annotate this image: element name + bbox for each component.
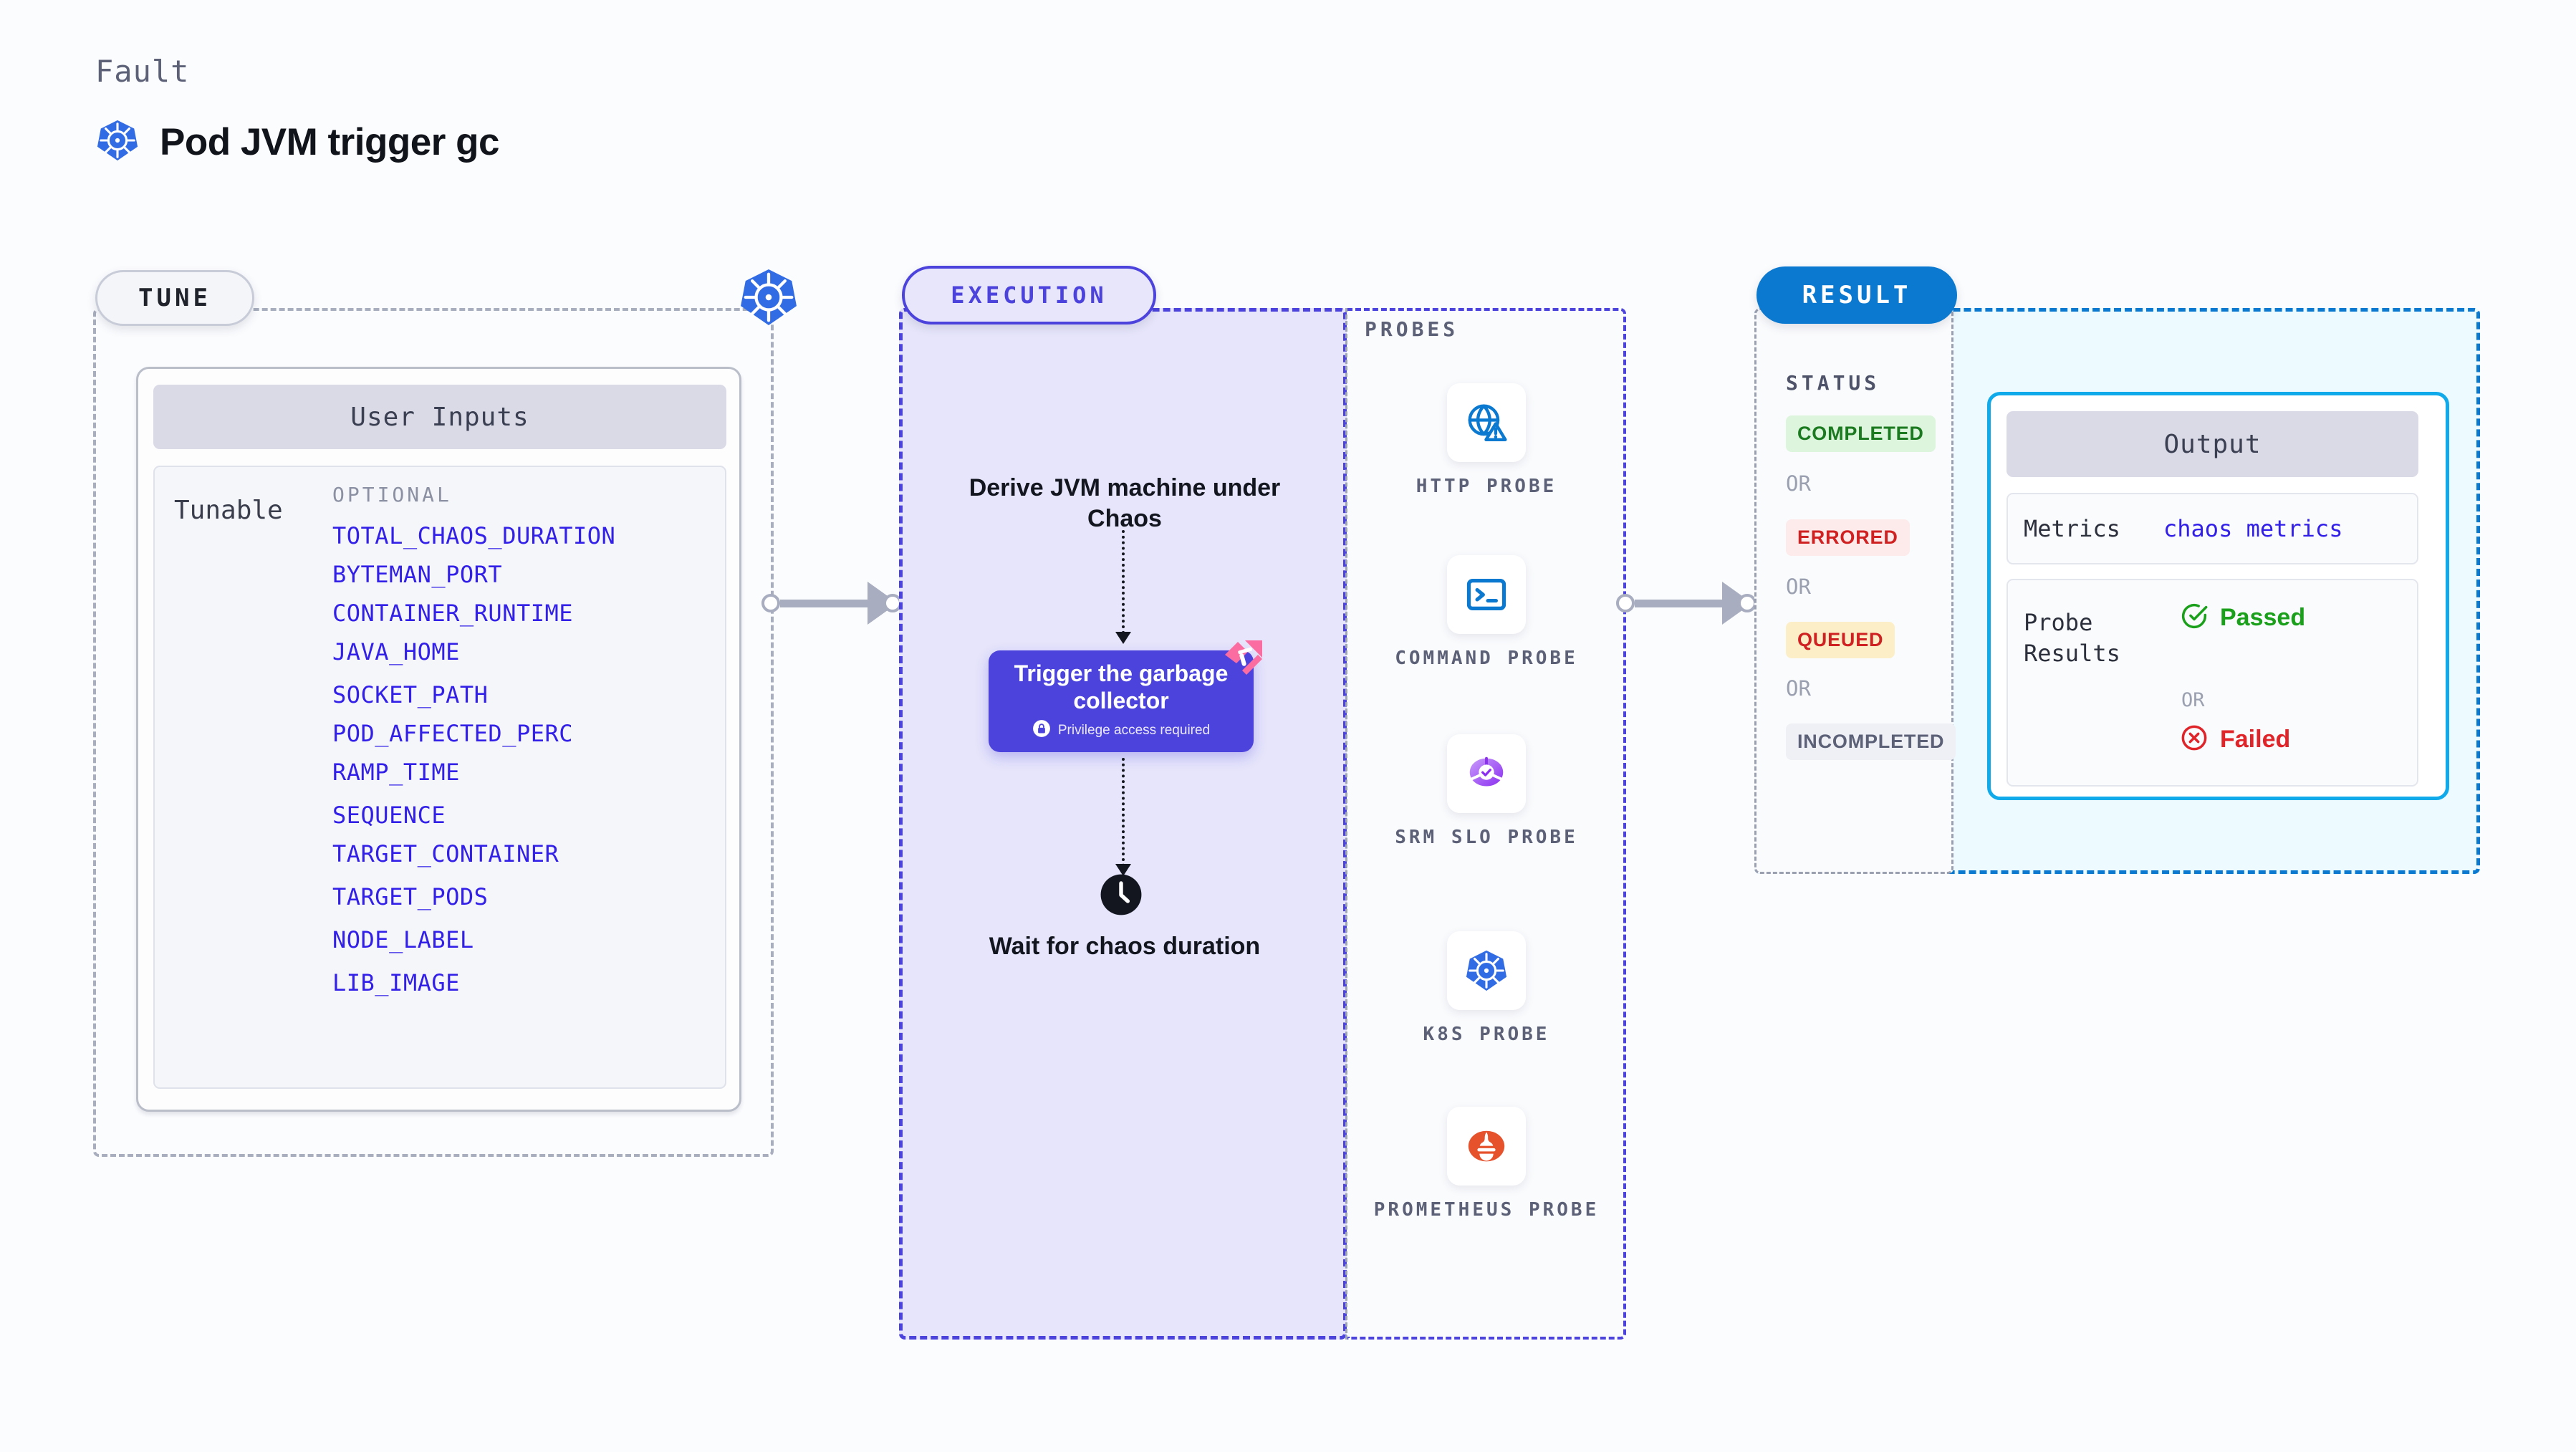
probe-k8s[interactable]: K8S PROBE: [1347, 931, 1626, 1047]
prometheus-icon: [1447, 1107, 1526, 1186]
derive-jvm-step-label: Derive JVM machine under Chaos: [969, 474, 1281, 532]
x-circle-icon: [2180, 723, 2209, 756]
privilege-note: Privilege access required: [1032, 719, 1210, 742]
metrics-key: Metrics: [2024, 515, 2120, 542]
connector-line: [780, 599, 868, 607]
status-badge-queued: QUEUED: [1786, 622, 1895, 658]
privilege-note-label: Privilege access required: [1057, 723, 1211, 739]
clock-icon: [1099, 872, 1143, 917]
connector-execution-to-result: [1616, 582, 1756, 625]
page-title-row: Pod JVM trigger gc: [95, 118, 499, 166]
probe-label: HTTP PROBE: [1416, 476, 1557, 497]
probe-result-failed: Failed: [2180, 723, 2290, 756]
tune-stage-container: [93, 308, 774, 1157]
tunable-parameter-list: OPTIONAL TOTAL_CHAOS_DURATION BYTEMAN_PO…: [332, 483, 705, 1008]
status-or-label: OR: [1786, 471, 1811, 496]
lock-icon: [1032, 719, 1051, 742]
flow-connector-dashed: [1122, 758, 1125, 867]
connector-dot: [1616, 594, 1635, 612]
param-target-pods[interactable]: TARGET_PODS: [332, 883, 489, 910]
param-sequence[interactable]: SEQUENCE: [332, 802, 446, 829]
param-pod-affected-perc[interactable]: POD_AFFECTED_PERC: [332, 720, 574, 747]
srm-slo-icon: [1447, 734, 1526, 813]
user-inputs-body: Tunable OPTIONAL TOTAL_CHAOS_DURATION BY…: [153, 466, 726, 1089]
param-node-label[interactable]: NODE_LABEL: [332, 926, 474, 953]
status-badge-errored: ERRORED: [1786, 519, 1910, 556]
probe-result-passed: Passed: [2180, 602, 2305, 634]
status-badge-incompleted: INCOMPLETED: [1786, 723, 1956, 760]
probe-results-key: Probe Results: [2024, 609, 2120, 668]
terminal-icon: [1447, 555, 1526, 634]
probe-label: SRM SLO PROBE: [1395, 827, 1578, 848]
probe-srm-slo[interactable]: SRM SLO PROBE: [1347, 734, 1626, 850]
kubernetes-icon: [738, 266, 799, 328]
connector-dot: [761, 594, 780, 612]
probes-divider: [1345, 308, 1347, 1340]
probes-title: PROBES: [1365, 317, 1459, 341]
result-status-column: [1754, 308, 1953, 874]
user-inputs-header: User Inputs: [153, 385, 726, 449]
status-or-label: OR: [1786, 574, 1811, 599]
trigger-garbage-collector-card[interactable]: Trigger the garbage collector Privilege …: [989, 640, 1262, 752]
output-header: Output: [2007, 411, 2418, 477]
trigger-garbage-collector-title: Trigger the garbage collector: [1014, 660, 1229, 713]
metrics-value[interactable]: chaos metrics: [2163, 515, 2343, 542]
status-badge-completed: COMPLETED: [1786, 415, 1936, 452]
probe-results-row: Probe Results Passed OR Failed: [2007, 579, 2418, 787]
param-ramp-time[interactable]: RAMP_TIME: [332, 759, 460, 786]
status-title: STATUS: [1786, 371, 1880, 395]
wait-for-chaos-duration-label: Wait for chaos duration: [989, 933, 1261, 960]
probe-result-failed-label: Failed: [2220, 726, 2291, 753]
tunable-label: Tunable: [174, 496, 283, 525]
output-card: Output Metrics chaos metrics Probe Resul…: [1987, 392, 2449, 800]
execution-stage-pill[interactable]: EXECUTION: [902, 266, 1156, 324]
probe-label: PROMETHEUS PROBE: [1373, 1199, 1600, 1221]
flow-connector-dashed: [1122, 530, 1125, 634]
result-stage-pill[interactable]: RESULT: [1756, 266, 1957, 324]
globe-warning-icon: [1447, 383, 1526, 462]
user-inputs-card: User Inputs Tunable OPTIONAL TOTAL_CHAOS…: [136, 367, 741, 1112]
kubernetes-icon: [1447, 931, 1526, 1010]
page-eyebrow: Fault: [95, 54, 190, 89]
connector-tune-to-execution: [761, 582, 902, 625]
check-circle-icon: [2180, 602, 2209, 634]
probe-command[interactable]: COMMAND PROBE: [1347, 555, 1626, 671]
probe-label: K8S PROBE: [1423, 1024, 1550, 1045]
param-socket-path[interactable]: SOCKET_PATH: [332, 681, 489, 708]
status-or-label: OR: [1786, 676, 1811, 701]
probe-result-or-label: OR: [2181, 689, 2205, 711]
param-byteman-port[interactable]: BYTEMAN_PORT: [332, 561, 503, 588]
flow-arrowhead: [1115, 632, 1131, 644]
probe-prometheus[interactable]: PROMETHEUS PROBE: [1347, 1107, 1626, 1223]
page-title: Pod JVM trigger gc: [160, 121, 499, 163]
probe-result-passed-label: Passed: [2220, 604, 2306, 631]
param-total-chaos-duration[interactable]: TOTAL_CHAOS_DURATION: [332, 522, 616, 549]
metrics-row: Metrics chaos metrics: [2007, 493, 2418, 564]
param-target-container[interactable]: TARGET_CONTAINER: [332, 840, 559, 867]
kubernetes-icon: [95, 118, 140, 166]
connector-line: [1635, 599, 1722, 607]
probe-label: COMMAND PROBE: [1395, 648, 1578, 669]
param-lib-image[interactable]: LIB_IMAGE: [332, 969, 460, 996]
tune-stage-pill[interactable]: TUNE: [95, 270, 254, 326]
flow-arrowhead: [1115, 864, 1131, 876]
param-container-runtime[interactable]: CONTAINER_RUNTIME: [332, 600, 574, 627]
probe-http[interactable]: HTTP PROBE: [1347, 383, 1626, 499]
harness-flag-icon: [1224, 639, 1264, 675]
param-java-home[interactable]: JAVA_HOME: [332, 638, 460, 665]
optional-label: OPTIONAL: [332, 483, 452, 506]
